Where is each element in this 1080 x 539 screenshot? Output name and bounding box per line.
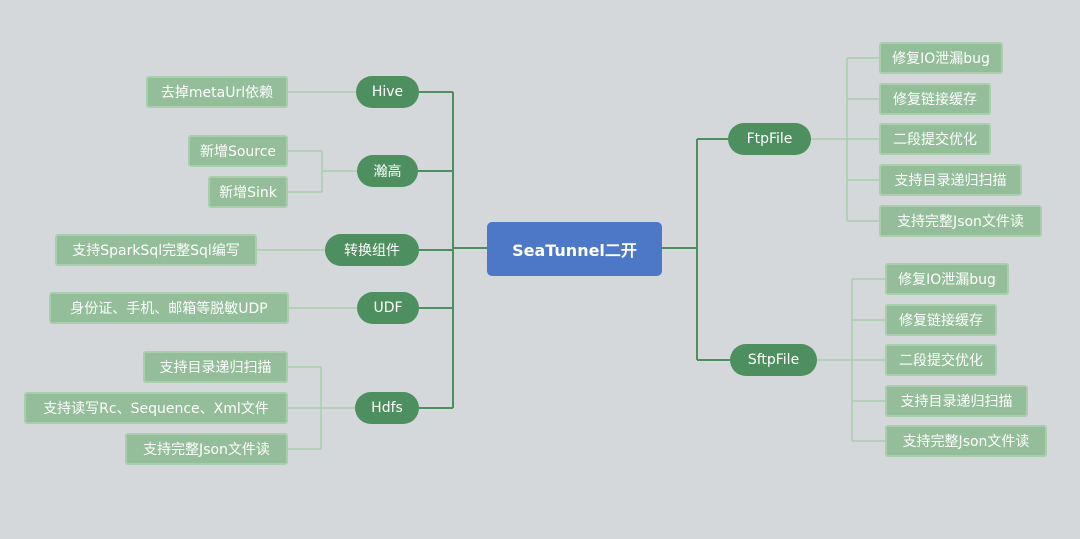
root-node[interactable]: SeaTunnel二开 [487, 222, 662, 276]
leaf-ftp-2[interactable]: 修复链接缓存 [879, 83, 991, 115]
leaf-transform-1[interactable]: 支持SparkSql完整Sql编写 [55, 234, 257, 266]
leaf-hive-1[interactable]: 去掉metaUrl依赖 [146, 76, 288, 108]
branch-hangao[interactable]: 瀚高 [357, 155, 418, 187]
leaf-hdfs-2[interactable]: 支持读写Rc、Sequence、Xml文件 [24, 392, 288, 424]
leaf-ftp-1[interactable]: 修复IO泄漏bug [879, 42, 1003, 74]
branch-sftpfile[interactable]: SftpFile [730, 344, 817, 376]
leaf-hdfs-1[interactable]: 支持目录递归扫描 [143, 351, 288, 383]
leaf-ftp-4[interactable]: 支持目录递归扫描 [879, 164, 1022, 196]
leaf-sftp-1[interactable]: 修复IO泄漏bug [885, 263, 1009, 295]
leaf-ftp-3[interactable]: 二段提交优化 [879, 123, 991, 155]
branch-udf[interactable]: UDF [357, 292, 419, 324]
leaf-sftp-2[interactable]: 修复链接缓存 [885, 304, 997, 336]
branch-transform[interactable]: 转换组件 [325, 234, 419, 266]
leaf-ftp-5[interactable]: 支持完整Json文件读 [879, 205, 1042, 237]
leaf-sftp-5[interactable]: 支持完整Json文件读 [885, 425, 1047, 457]
leaf-sftp-3[interactable]: 二段提交优化 [885, 344, 997, 376]
leaf-hangao-1[interactable]: 新增Source [188, 135, 288, 167]
branch-hive[interactable]: Hive [356, 76, 419, 108]
leaf-udf-1[interactable]: 身份证、手机、邮箱等脱敏UDP [49, 292, 289, 324]
leaf-hangao-2[interactable]: 新增Sink [208, 176, 288, 208]
branch-ftpfile[interactable]: FtpFile [728, 123, 811, 155]
leaf-hdfs-3[interactable]: 支持完整Json文件读 [125, 433, 288, 465]
leaf-sftp-4[interactable]: 支持目录递归扫描 [885, 385, 1028, 417]
branch-hdfs[interactable]: Hdfs [355, 392, 419, 424]
